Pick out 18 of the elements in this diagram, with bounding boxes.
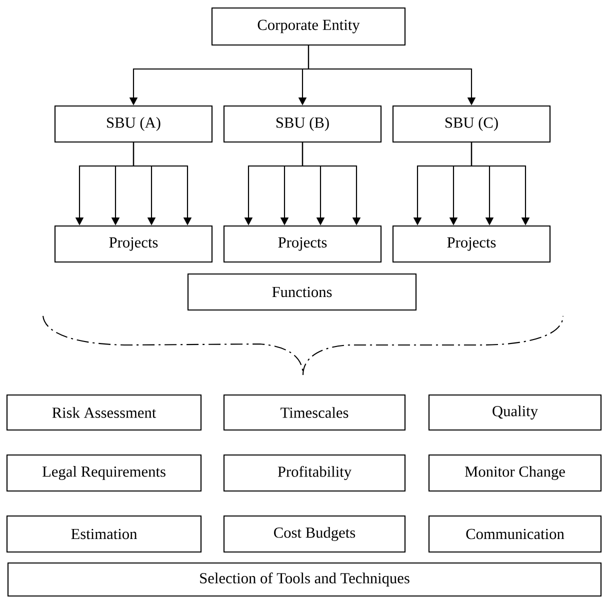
factor-box: Profitability [223, 454, 406, 492]
factor-box: Legal Requirements [6, 454, 202, 492]
factor-box: Monitor Change [428, 454, 602, 492]
factor-box: Timescales [223, 394, 406, 431]
factor-box: Risk Assessment [6, 394, 202, 431]
sbu-box: SBU (A) [54, 105, 213, 143]
projects-box: Projects [392, 225, 551, 263]
projects-box: Projects [54, 225, 213, 263]
factor-box: Communication [428, 515, 602, 553]
functions-box: Functions [187, 273, 417, 311]
factor-box: Estimation [6, 515, 202, 553]
factor-box: Cost Budgets [223, 515, 406, 553]
sbu-box: SBU (C) [392, 105, 551, 143]
entity-box: Corporate Entity [211, 7, 406, 46]
selection-box: Selection of Tools and Techniques [7, 562, 602, 597]
projects-box: Projects [223, 225, 382, 263]
factor-box: Quality [428, 394, 602, 431]
sbu-box: SBU (B) [223, 105, 382, 143]
